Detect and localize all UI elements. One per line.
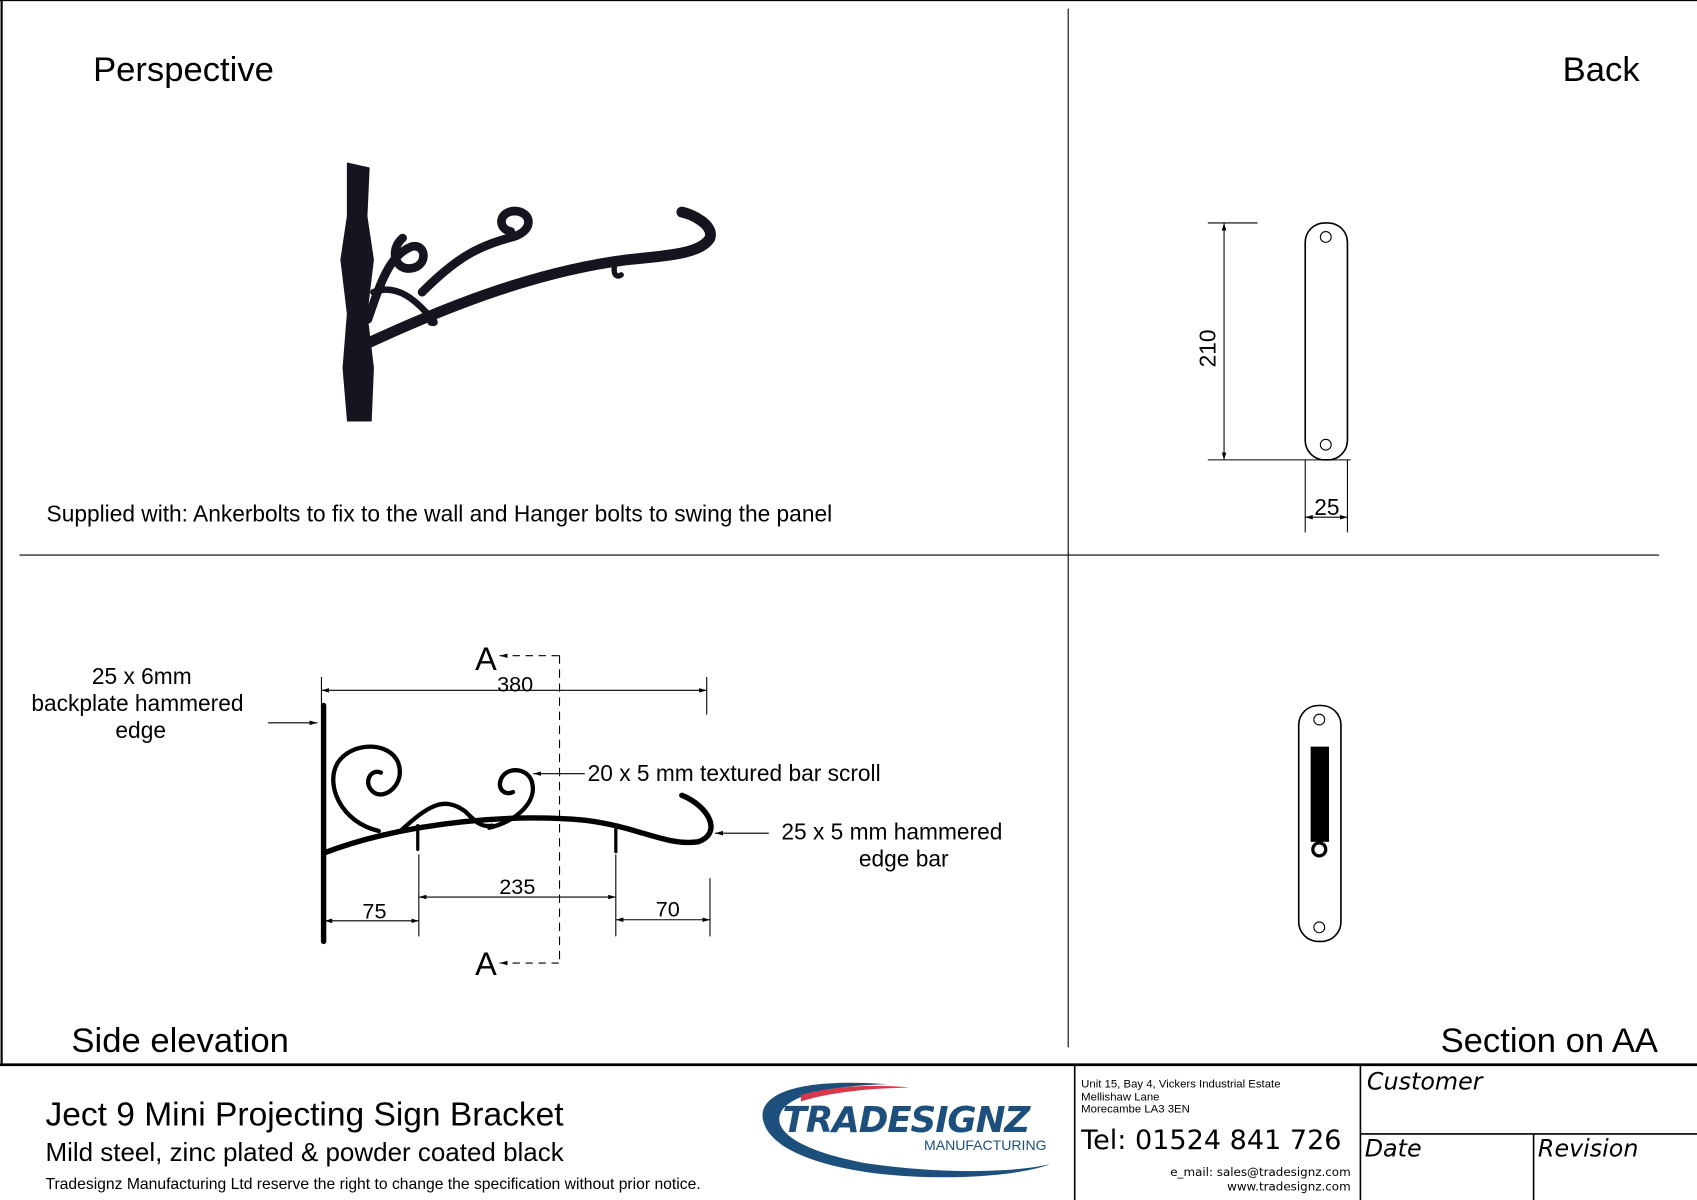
- address-line-3: Morecambe LA3 3EN: [1081, 1103, 1190, 1115]
- section-mark-bottom: A: [475, 946, 497, 982]
- view-title-back: Back: [1563, 51, 1641, 89]
- label-scroll: 20 x 5 mm textured bar scroll: [588, 760, 881, 786]
- email[interactable]: e_mail: sales@tradesignz.com: [1170, 1165, 1350, 1179]
- label-backplate-2: backplate hammered: [31, 690, 243, 716]
- side-elevation-drawing: [267, 653, 769, 966]
- website[interactable]: www.tradesignz.com: [1227, 1179, 1351, 1193]
- date-label: Date: [1365, 1135, 1422, 1163]
- dim-back-width: 25: [1314, 494, 1339, 520]
- section-mark-top: A: [475, 641, 497, 677]
- view-title-perspective: Perspective: [93, 51, 274, 89]
- view-title-side: Side elevation: [71, 1022, 288, 1060]
- supplied-note: Supplied with: Ankerbolts to fix to the …: [47, 501, 833, 527]
- address-line-2: Mellishaw Lane: [1081, 1091, 1159, 1103]
- revision-label: Revision: [1538, 1135, 1639, 1163]
- svg-text:TRADESIGNZ: TRADESIGNZ: [782, 1100, 1031, 1141]
- back-view: [1207, 222, 1351, 533]
- perspective-bracket-image: [340, 162, 716, 422]
- label-backplate-3: edge: [115, 717, 166, 743]
- telephone: Tel: 01524 841 726: [1080, 1125, 1341, 1156]
- dim-middle-235: 235: [499, 874, 535, 899]
- section-aa-view: [1297, 704, 1342, 943]
- dim-right-70: 70: [656, 897, 680, 922]
- label-edgebar-2: edge bar: [859, 846, 949, 872]
- view-title-section: Section on AA: [1441, 1022, 1659, 1060]
- disclaimer: Tradesignz Manufacturing Ltd reserve the…: [45, 1176, 700, 1193]
- customer-label: Customer: [1367, 1068, 1485, 1096]
- drawing-title: Ject 9 Mini Projecting Sign Bracket: [45, 1096, 564, 1133]
- dim-overall-380: 380: [497, 671, 533, 696]
- drawing-subtitle: Mild steel, zinc plated & powder coated …: [45, 1137, 564, 1167]
- label-edgebar-1: 25 x 5 mm hammered: [781, 819, 1002, 845]
- tradesignz-logo: TRADESIGNZ MANUFACTURING: [762, 1082, 1050, 1178]
- label-backplate-1: 25 x 6mm: [92, 663, 192, 689]
- dim-left-75: 75: [362, 899, 386, 924]
- dim-back-height: 210: [1194, 329, 1220, 367]
- address-line-1: Unit 15, Bay 4, Vickers Industrial Estat…: [1081, 1078, 1280, 1090]
- svg-text:MANUFACTURING: MANUFACTURING: [924, 1137, 1047, 1153]
